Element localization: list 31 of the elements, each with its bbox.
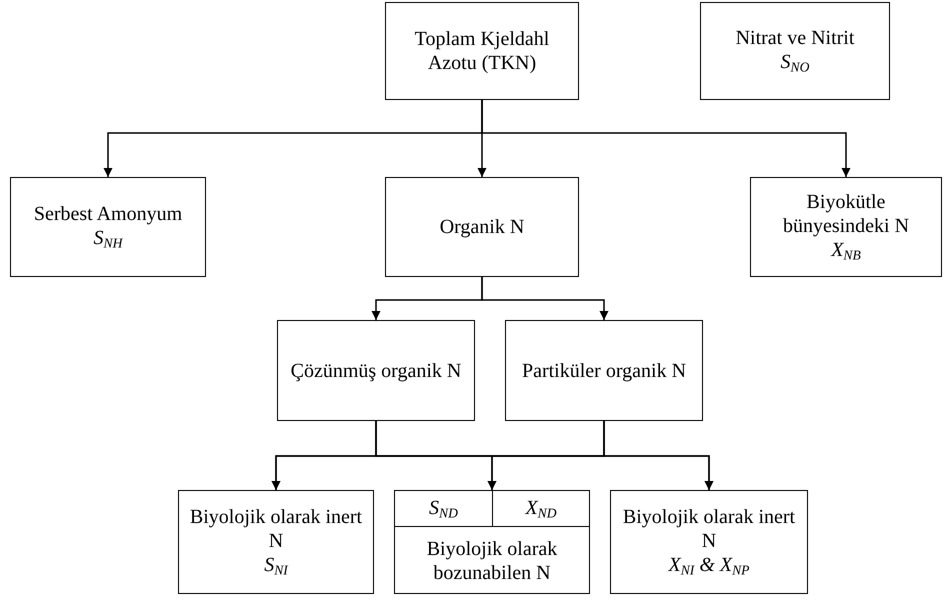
process-box: [178, 490, 374, 594]
arrow: [603, 421, 714, 490]
cell-box: [492, 491, 589, 527]
process-box: [505, 320, 703, 421]
node-label: Nitrat ve Nitrit: [736, 26, 854, 50]
symbol-label: X$_{ND}$: [525, 496, 557, 522]
symbol-label: X$_{NB}$: [831, 238, 861, 264]
node-label: Toplam Kjeldahl Azotu (TKN): [414, 27, 550, 75]
symbol-label: S$_{NO}$: [780, 50, 810, 76]
symbol-label: S$_{NI}$: [264, 553, 288, 579]
process-box: [394, 490, 590, 594]
process-box: [10, 177, 206, 277]
node-label: Biyolojik olarak inert N: [622, 505, 796, 554]
process-box: [700, 2, 890, 100]
node-label: Biyolojik olarak bozunabilen N: [426, 537, 558, 585]
symbol-label: S$_{ND}$: [429, 496, 458, 522]
process-box: [385, 2, 579, 100]
node-label: Serbest Amonyum: [34, 202, 182, 226]
node-label: Partiküler organik N: [522, 358, 686, 382]
process-box: [385, 177, 579, 277]
node-label: Çözünmüş organik N: [290, 358, 462, 382]
symbol-label: X$_{NI}$ & X$_{NP}$: [668, 553, 750, 579]
process-box: [277, 320, 475, 421]
process-box: [750, 177, 942, 277]
process-box: [610, 490, 808, 594]
node-label: Biyokütle bünyesindeki N: [782, 190, 910, 238]
arrow: [481, 277, 608, 320]
node-label: Organik N: [440, 215, 524, 239]
symbol-label: S$_{NH}$: [94, 226, 122, 252]
node-label: Biyolojik olarak inert N: [188, 505, 364, 554]
arrow: [481, 100, 850, 177]
